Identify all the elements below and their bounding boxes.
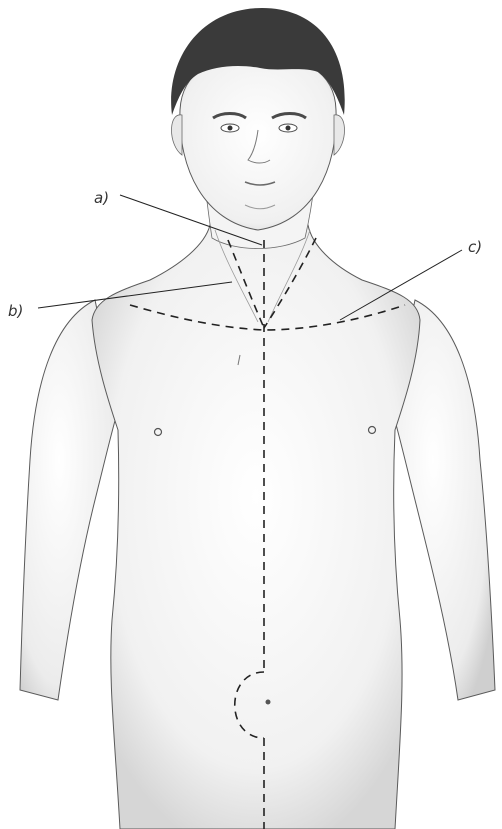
callout-label-a: a) (94, 189, 109, 207)
right-ear (334, 115, 345, 155)
navel (266, 700, 271, 705)
right-pupil (286, 126, 291, 131)
callout-label-b: b) (8, 302, 23, 320)
left-ear (172, 115, 183, 155)
face (180, 55, 336, 230)
callout-label-c: c) (468, 238, 482, 256)
left-pupil (228, 126, 233, 131)
